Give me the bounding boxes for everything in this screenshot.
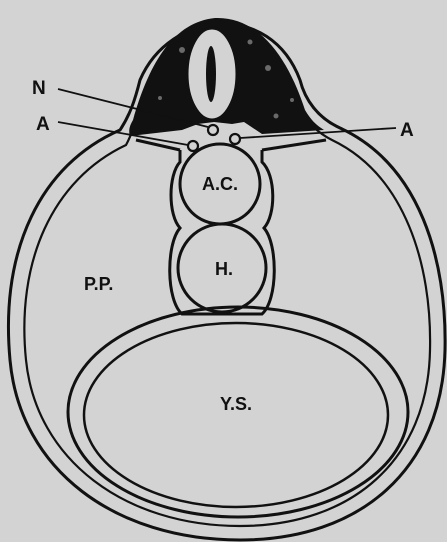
dorsal-membrane-right [262, 140, 326, 150]
label-h: H. [215, 259, 233, 279]
neural-canal [206, 46, 216, 102]
label-ac: A.C. [202, 174, 238, 194]
yolk-sac [84, 323, 388, 507]
label-ys: Y.S. [220, 394, 252, 414]
aorta-left [188, 141, 198, 151]
label-pp: P.P. [84, 274, 113, 294]
label-a-right: A [400, 120, 414, 141]
aorta-right [230, 134, 240, 144]
notochord [208, 125, 218, 135]
label-n: N [32, 78, 46, 99]
dorsal-membrane-left [136, 140, 180, 150]
label-a-left: A [36, 114, 50, 135]
